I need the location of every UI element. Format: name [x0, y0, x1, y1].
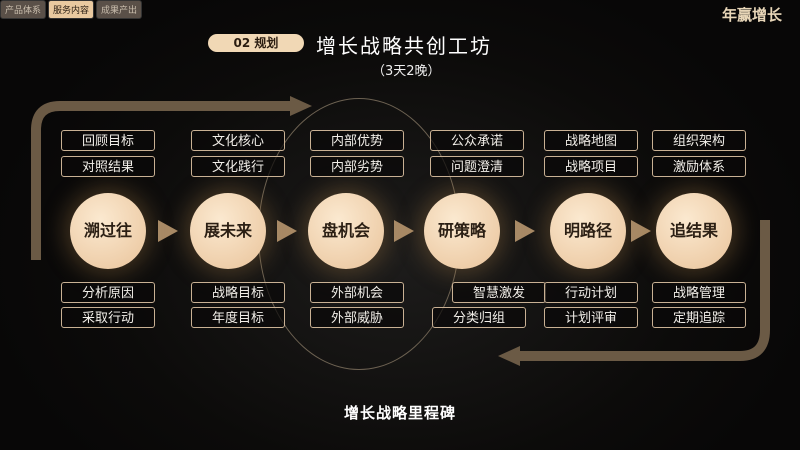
footer-title: 增长战略里程碑 [343, 404, 456, 422]
stage-item-box: 文化践行 [191, 156, 285, 177]
stage-item-box: 激励体系 [652, 156, 746, 177]
arrow-right-icon [631, 220, 651, 242]
section-badge: 02 规划 [208, 34, 304, 52]
arrow-right-icon [394, 220, 414, 242]
stage-circle: 溯过往 [70, 193, 146, 269]
nav-tabs: 产品体系 服务内容 成果产出 [0, 0, 143, 19]
stage-item-box: 对照结果 [61, 156, 155, 177]
stage-item-box: 公众承诺 [430, 130, 524, 151]
stage-circle: 明路径 [550, 193, 626, 269]
stage-circle: 研策略 [424, 193, 500, 269]
tab-results[interactable]: 成果产出 [96, 0, 143, 19]
stage-item-box: 内部劣势 [310, 156, 404, 177]
stage-item-box: 智慧激发 [452, 282, 546, 303]
page-title: 增长战略共创工坊 [316, 34, 492, 58]
stage-item-box: 分类归组 [432, 307, 526, 328]
stage-circle: 追结果 [656, 193, 732, 269]
tab-services[interactable]: 服务内容 [48, 0, 95, 19]
stage-item-box: 问题澄清 [430, 156, 524, 177]
stage-item-box: 战略目标 [191, 282, 285, 303]
stage-item-box: 行动计划 [544, 282, 638, 303]
stage-item-box: 战略地图 [544, 130, 638, 151]
stage-item-box: 战略管理 [652, 282, 746, 303]
stage-item-box: 文化核心 [191, 130, 285, 151]
stage-circle: 盘机会 [308, 193, 384, 269]
arrow-right-icon [277, 220, 297, 242]
stage-item-box: 采取行动 [61, 307, 155, 328]
stage-item-box: 定期追踪 [652, 307, 746, 328]
logo: 年赢增长 [721, 6, 782, 24]
tab-products[interactable]: 产品体系 [0, 0, 47, 19]
stage-item-box: 外部机会 [310, 282, 404, 303]
page-subtitle: （3天2晚） [372, 64, 441, 79]
stage-item-box: 计划评审 [544, 307, 638, 328]
stage-circle: 展未来 [190, 193, 266, 269]
stage-item-box: 年度目标 [191, 307, 285, 328]
stage-item-box: 回顾目标 [61, 130, 155, 151]
arrow-right-icon [158, 220, 178, 242]
stage-item-box: 内部优势 [310, 130, 404, 151]
arrow-right-icon [515, 220, 535, 242]
stage-item-box: 组织架构 [652, 130, 746, 151]
stage-item-box: 分析原因 [61, 282, 155, 303]
stage-item-box: 外部威胁 [310, 307, 404, 328]
stage-item-box: 战略项目 [544, 156, 638, 177]
